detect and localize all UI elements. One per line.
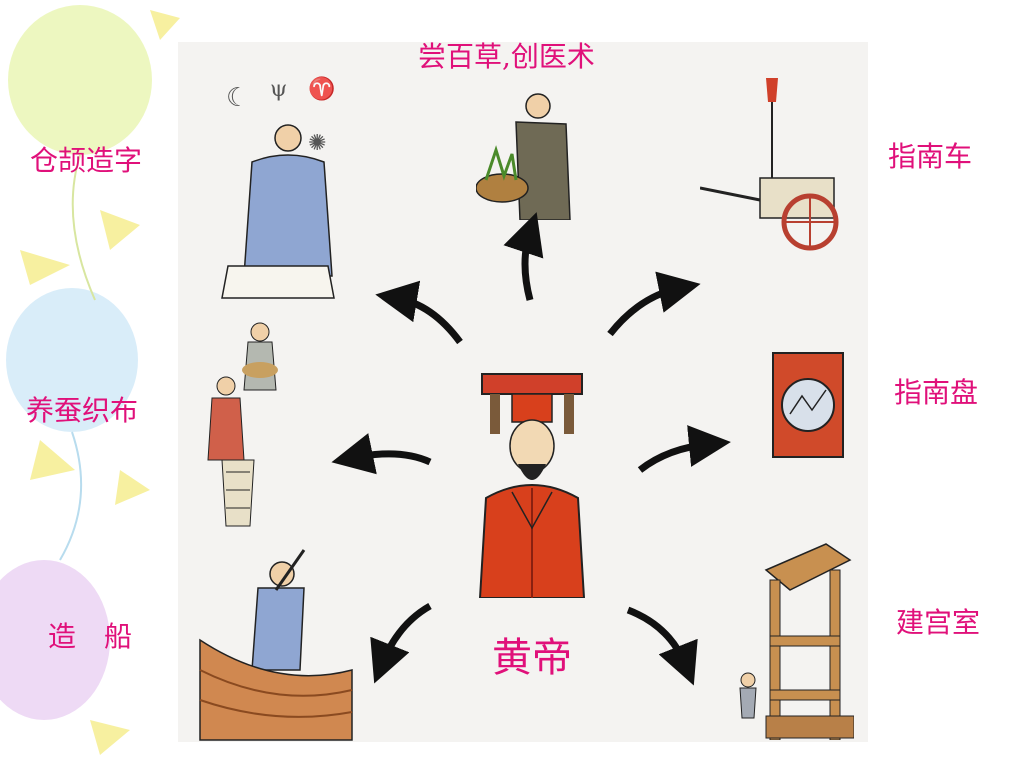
svg-text:♈: ♈ [308, 76, 335, 102]
south-chariot-figure [700, 78, 839, 251]
label-south-chariot: 指南车 [888, 140, 973, 173]
palace-building-figure [739, 543, 854, 740]
shipbuilding-figure [199, 549, 353, 741]
label-shipbuilding: 造 船 [48, 620, 133, 653]
label-palace: 建宫室 [896, 606, 981, 639]
label-compass: 指南盘 [894, 376, 979, 409]
label-herb-medicine: 尝百草,创医术 [418, 40, 595, 73]
svg-text:☾: ☾ [226, 83, 249, 113]
label-huangdi: 黄帝 [492, 635, 572, 681]
label-silk-weaving: 养蚕织布 [26, 394, 139, 427]
balloon-decoration [0, 5, 180, 755]
svg-text:✺: ✺ [308, 131, 326, 156]
svg-text:ψ: ψ [270, 77, 287, 102]
huangdi-figure [478, 373, 586, 598]
weaving-figure [207, 322, 278, 527]
herb-gatherer-figure [476, 93, 571, 220]
compass-figure [772, 352, 844, 458]
label-cangjie: 仓颉造字 [30, 144, 143, 177]
cangjie-figure: ☾ ψ ♈ ✺ [221, 76, 335, 299]
